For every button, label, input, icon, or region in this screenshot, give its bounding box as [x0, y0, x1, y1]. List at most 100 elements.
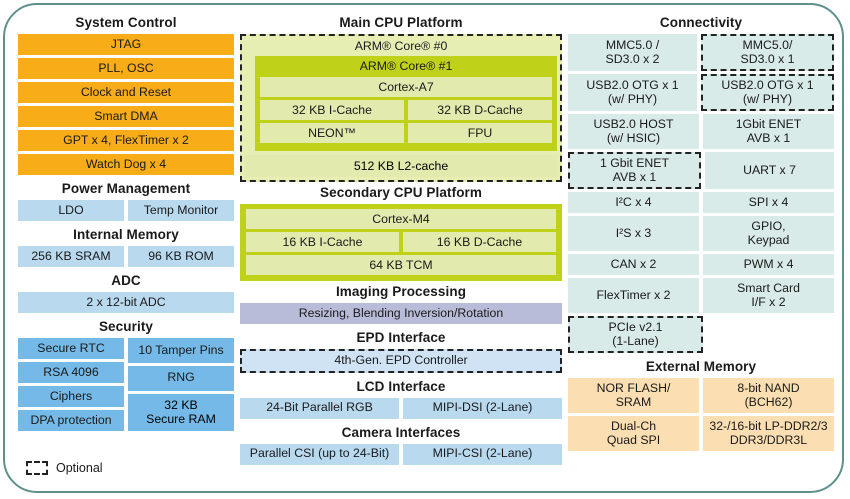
- block-m4-dcache[interactable]: 16 KB D-Cache: [403, 232, 556, 252]
- block-arm-core-1[interactable]: ARM® Core® #1 Cortex-A7 32 KB I-Cache 32…: [255, 56, 557, 151]
- system-control-row-0: JTAG: [18, 34, 234, 55]
- block-dpa-protection[interactable]: DPA protection: [18, 410, 124, 431]
- block-connectivity-1-left-line2: (w/ PHY): [607, 91, 658, 106]
- section-title-external-memory: External Memory: [645, 359, 757, 374]
- m4-cache-row: 16 KB I-Cache 16 KB D-Cache: [246, 232, 556, 252]
- block-sram[interactable]: 256 KB SRAM: [18, 246, 124, 267]
- section-title-internal-memory: Internal Memory: [73, 227, 179, 242]
- block-connectivity-2-left[interactable]: USB2.0 HOST(w/ HSIC): [568, 114, 699, 149]
- block-extmem-0-left[interactable]: NOR FLASH/SRAM: [568, 378, 699, 413]
- block-secure-ram[interactable]: 32 KB Secure RAM: [128, 393, 234, 431]
- block-connectivity-1-left[interactable]: USB2.0 OTG x 1(w/ PHY): [568, 74, 697, 111]
- block-watch-dog[interactable]: Watch Dog x 4: [18, 154, 234, 175]
- block-ciphers[interactable]: Ciphers: [18, 386, 124, 407]
- block-connectivity-3-right[interactable]: UART x 7: [705, 152, 834, 189]
- block-connectivity-2-left-line2: (w/ HSIC): [606, 130, 661, 145]
- block-mipi-dsi[interactable]: MIPI-DSI (2-Lane): [403, 397, 562, 419]
- system-control-row-1: PLL, OSC: [18, 58, 234, 79]
- block-m4-icache[interactable]: 16 KB I-Cache: [246, 232, 399, 252]
- block-tamper-pins[interactable]: 10 Tamper Pins: [128, 338, 234, 363]
- block-extmem-0-right-line2: (BCH62): [744, 394, 793, 409]
- block-secure-ram-line2: Secure RAM: [146, 412, 216, 427]
- block-tcm[interactable]: 64 KB TCM: [246, 255, 556, 275]
- block-connectivity-2-right-line1: 1Gbit ENET: [735, 117, 802, 131]
- block-connectivity-4-left[interactable]: I²C x 4: [568, 192, 699, 213]
- block-rom[interactable]: 96 KB ROM: [128, 246, 234, 267]
- block-adc[interactable]: 2 x 12-bit ADC: [18, 292, 234, 313]
- block-connectivity-7-left[interactable]: FlexTimer x 2: [568, 278, 699, 313]
- block-arm-core-0-label: ARM® Core® #0: [354, 39, 448, 53]
- block-parallel-csi[interactable]: Parallel CSI (up to 24-Bit): [240, 443, 399, 465]
- block-connectivity-6-right[interactable]: PWM x 4: [703, 254, 834, 275]
- block-rng[interactable]: RNG: [128, 365, 234, 391]
- block-pcie-line2: (1-Lane): [612, 333, 659, 348]
- block-connectivity-6-left[interactable]: CAN x 2: [568, 254, 699, 275]
- block-temp-monitor[interactable]: Temp Monitor: [128, 200, 234, 221]
- block-extmem-0-left-line2: SRAM: [615, 394, 652, 409]
- connectivity-row-4: I²C x 4 SPI x 4: [568, 192, 834, 213]
- block-connectivity-4-left-line1: I²C x 4: [615, 194, 652, 209]
- block-extmem-0-left-line1: NOR FLASH/: [596, 381, 671, 395]
- security-column-left: Secure RTC RSA 4096 Ciphers DPA protecti…: [18, 338, 124, 431]
- section-title-security: Security: [98, 319, 154, 334]
- block-extmem-0-right[interactable]: 8-bit NAND(BCH62): [703, 378, 834, 413]
- block-jtag[interactable]: JTAG: [18, 34, 234, 55]
- block-extmem-1-left-line1: Dual-Ch: [610, 419, 657, 433]
- block-connectivity-7-right-line1: Smart Card: [737, 281, 800, 295]
- block-connectivity-1-right[interactable]: USB2.0 OTG x 1(w/ PHY): [701, 74, 834, 111]
- block-a7-icache[interactable]: 32 KB I-Cache: [260, 100, 404, 120]
- block-a7-dcache[interactable]: 32 KB D-Cache: [408, 100, 552, 120]
- block-connectivity-5-right[interactable]: GPIO,Keypad: [703, 216, 834, 251]
- block-parallel-rgb[interactable]: 24-Bit Parallel RGB: [240, 397, 399, 419]
- block-secure-rtc[interactable]: Secure RTC: [18, 338, 124, 359]
- block-connectivity-7-left-line1: FlexTimer x 2: [596, 287, 671, 302]
- block-ldo[interactable]: LDO: [18, 200, 124, 221]
- block-connectivity-1-right-line2: (w/ PHY): [742, 91, 793, 106]
- block-secure-ram-line1: 32 KB: [164, 398, 198, 413]
- block-pll-osc[interactable]: PLL, OSC: [18, 58, 234, 79]
- block-connectivity-4-right[interactable]: SPI x 4: [703, 192, 834, 213]
- block-connectivity-0-right[interactable]: MMC5.0/SD3.0 x 1: [701, 34, 834, 71]
- block-fpu[interactable]: FPU: [408, 123, 552, 143]
- block-arm-core-0[interactable]: ARM® Core® #0 ARM® Core® #1 Cortex-A7 32…: [240, 34, 562, 182]
- imaging-row: Resizing, Blending Inversion/Rotation: [240, 303, 562, 324]
- block-gpt-flextimer[interactable]: GPT x 4, FlexTimer x 2: [18, 130, 234, 151]
- block-mipi-csi[interactable]: MIPI-CSI (2-Lane): [403, 443, 562, 465]
- system-control-row-4: GPT x 4, FlexTimer x 2: [18, 130, 234, 151]
- block-rsa-4096[interactable]: RSA 4096: [18, 362, 124, 383]
- section-title-system-control: System Control: [75, 15, 177, 30]
- block-extmem-1-right-line1: 32-/16-bit LP-DDR2/3: [709, 419, 828, 433]
- block-imaging-processing[interactable]: Resizing, Blending Inversion/Rotation: [240, 303, 562, 324]
- block-connectivity-3-left-line1: 1 Gbit ENET: [599, 156, 670, 170]
- block-secondary-cpu[interactable]: Cortex-M4 16 KB I-Cache 16 KB D-Cache 64…: [240, 204, 562, 281]
- block-extmem-1-left-line2: Quad SPI: [606, 432, 661, 447]
- block-connectivity-3-right-line1: UART x 7: [743, 162, 796, 177]
- block-clock-and-reset[interactable]: Clock and Reset: [18, 82, 234, 103]
- block-pcie[interactable]: PCIe v2.1 (1-Lane): [568, 316, 703, 353]
- pcie-row: PCIe v2.1 (1-Lane): [568, 316, 834, 353]
- camera-row: Parallel CSI (up to 24-Bit) MIPI-CSI (2-…: [240, 443, 562, 465]
- block-neon[interactable]: NEON™: [260, 123, 404, 143]
- block-connectivity-5-right-line1: GPIO,: [751, 219, 786, 233]
- block-connectivity-5-left[interactable]: I²S x 3: [568, 216, 699, 251]
- legend: Optional: [26, 461, 103, 475]
- section-title-lcd: LCD Interface: [356, 378, 446, 394]
- block-smart-dma[interactable]: Smart DMA: [18, 106, 234, 127]
- section-title-main-cpu: Main CPU Platform: [339, 15, 463, 30]
- block-connectivity-3-left-line2: AVB x 1: [612, 169, 657, 184]
- block-connectivity-0-left[interactable]: MMC5.0 /SD3.0 x 2: [568, 34, 697, 71]
- block-cortex-m4[interactable]: Cortex-M4: [246, 209, 556, 229]
- block-cortex-a7[interactable]: Cortex-A7: [260, 77, 552, 97]
- dashed-box-icon: [26, 461, 48, 475]
- block-epd-controller[interactable]: 4th-Gen. EPD Controller: [240, 349, 562, 373]
- block-l2-cache[interactable]: 512 KB L2-cache: [245, 155, 557, 177]
